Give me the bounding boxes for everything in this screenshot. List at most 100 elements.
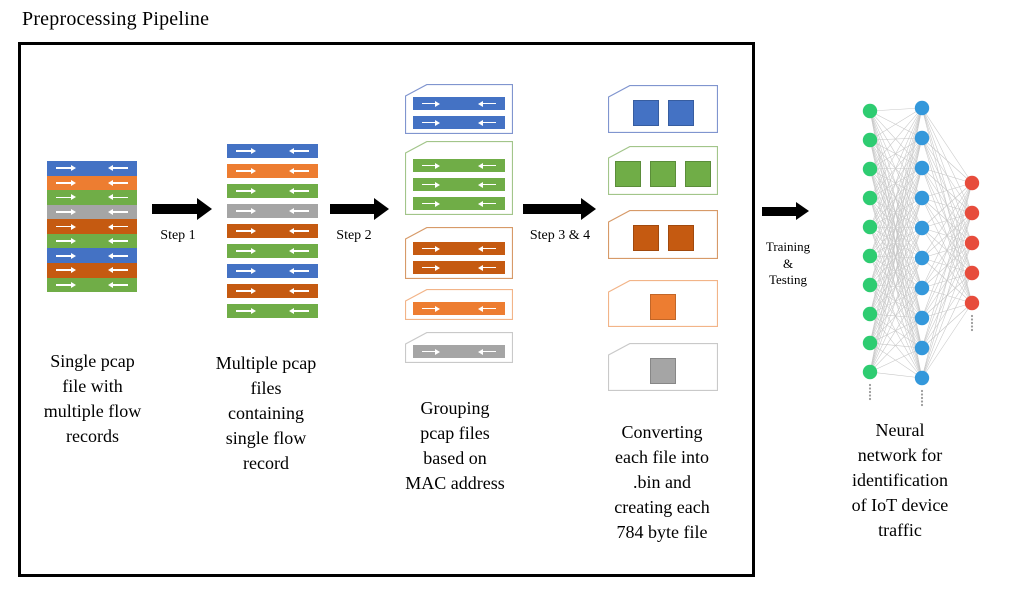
caption-line: Neural <box>875 420 925 440</box>
flow-arrow-left-icon <box>289 148 309 154</box>
flow-arrow-right-icon <box>56 165 76 172</box>
hidden-neuron <box>914 130 930 146</box>
caption-line: traffic <box>878 520 922 540</box>
flow-arrow-left-icon <box>478 162 496 169</box>
flow-arrow-left-icon <box>478 181 496 188</box>
hidden-neuron <box>914 190 930 206</box>
ampersand-line: & <box>782 255 794 271</box>
flow-arrow-right-icon <box>56 179 76 186</box>
arrow-body <box>152 204 197 214</box>
flow-arrow-right-icon <box>422 305 440 312</box>
flow-arrow-right-icon <box>422 181 440 188</box>
flow-record-bar-orange <box>47 175 137 191</box>
caption-line: Grouping <box>420 398 490 418</box>
caption-line: record <box>243 453 289 473</box>
flow-arrow-right-icon <box>422 162 440 169</box>
flow-arrow-left-icon <box>108 194 128 201</box>
training-arrow-icon <box>762 200 809 222</box>
flow-record-bar-green <box>413 197 505 210</box>
input-neuron <box>862 306 878 322</box>
folder-content <box>405 332 513 363</box>
step1-arrow-icon <box>152 198 212 220</box>
pcap-group-folder-darkorange <box>608 210 718 259</box>
flow-arrow-right-icon <box>56 252 76 259</box>
input-neuron <box>862 132 878 148</box>
flow-arrow-right-icon <box>56 208 76 215</box>
flow-record-bar-orange <box>413 302 505 315</box>
arrow-head <box>197 198 212 220</box>
caption-line: pcap files <box>420 423 490 443</box>
flow-record-bar-green <box>227 244 318 258</box>
caption-line: multiple flow <box>43 401 142 421</box>
flow-arrow-left-icon <box>108 281 128 288</box>
caption-line: based on <box>423 448 487 468</box>
flow-arrow-left-icon <box>478 200 496 207</box>
pipeline-box <box>18 42 755 577</box>
flow-record-bar-darkorange <box>47 262 137 278</box>
flow-arrow-right-icon <box>236 268 256 274</box>
flow-arrow-right-icon <box>236 228 256 234</box>
output-neuron <box>964 295 980 311</box>
flow-arrow-left-icon <box>478 245 496 252</box>
caption-line: Converting <box>621 422 703 442</box>
flow-arrow-left-icon <box>108 267 128 274</box>
input-neuron <box>862 103 878 119</box>
flow-record-bar-blue <box>413 116 505 129</box>
flow-arrow-left-icon <box>289 248 309 254</box>
input-neuron <box>862 248 878 264</box>
stage1-single-pcap-stack <box>47 161 137 293</box>
flow-record-bar-darkorange <box>413 242 505 255</box>
bin-file-square-green <box>615 161 641 187</box>
caption-line: MAC address <box>405 473 505 493</box>
training-testing-label: Training & Testing <box>750 239 826 289</box>
hidden-neuron <box>914 280 930 296</box>
input-neuron <box>862 335 878 351</box>
folder-content <box>608 146 718 195</box>
flow-arrow-left-icon <box>289 288 309 294</box>
caption-line: files <box>250 378 282 398</box>
flow-record-bar-orange <box>227 164 318 178</box>
flow-record-bar-green <box>413 178 505 191</box>
caption-line: 784 byte file <box>616 522 708 542</box>
flow-arrow-left-icon <box>478 100 496 107</box>
caption-line: containing <box>228 403 304 423</box>
flow-record-bar-gray <box>413 345 505 358</box>
hidden-neuron <box>914 100 930 116</box>
flow-arrow-right-icon <box>236 148 256 154</box>
flow-record-bar-green <box>47 277 137 293</box>
flow-arrow-right-icon <box>236 208 256 214</box>
caption-line: network for <box>857 445 943 465</box>
testing-line: Testing <box>768 272 808 287</box>
folder-content <box>405 84 513 134</box>
bin-file-square-green <box>685 161 711 187</box>
flow-arrow-left-icon <box>478 348 496 355</box>
flow-record-bar-darkorange <box>413 261 505 274</box>
flow-arrow-left-icon <box>108 179 128 186</box>
flow-arrow-left-icon <box>108 165 128 172</box>
flow-record-bar-darkorange <box>227 284 318 298</box>
pcap-group-folder-gray <box>405 332 513 363</box>
pcap-group-folder-green <box>405 141 513 215</box>
flow-record-bar-blue <box>227 264 318 278</box>
training-line: Training <box>765 239 811 254</box>
input-neuron <box>862 190 878 206</box>
flow-arrow-right-icon <box>236 308 256 314</box>
flow-record-bar-gray <box>227 204 318 218</box>
flow-arrow-left-icon <box>478 305 496 312</box>
bin-file-square-gray <box>650 357 676 384</box>
diagram-title: Preprocessing Pipeline <box>22 8 210 30</box>
arrow-head <box>796 202 809 220</box>
pcap-group-folder-gray <box>608 343 718 391</box>
pcap-group-folder-orange <box>608 280 718 327</box>
flow-arrow-right-icon <box>56 281 76 288</box>
bin-file-square-green <box>650 161 676 187</box>
flow-record-bar-blue <box>47 161 137 176</box>
flow-record-bar-darkorange <box>47 219 137 234</box>
stage2-multiple-pcap-stack <box>227 144 318 318</box>
pcap-group-folder-darkorange <box>405 227 513 279</box>
flow-arrow-right-icon <box>236 188 256 194</box>
flow-arrow-left-icon <box>108 223 128 230</box>
stage3-caption: Grouping pcap files based on MAC address <box>378 396 532 496</box>
